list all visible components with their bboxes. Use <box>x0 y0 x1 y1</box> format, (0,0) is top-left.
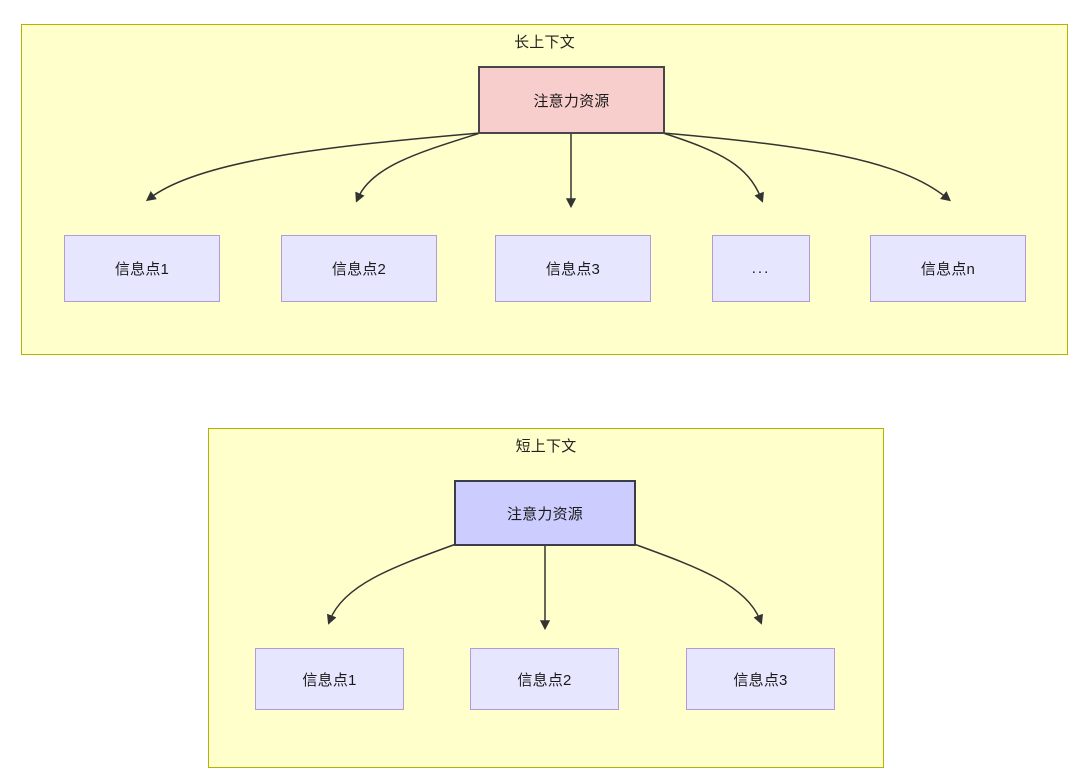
node-label: 注意力资源 <box>533 92 610 110</box>
node-attention-resource-short[interactable]: 注意力资源 <box>454 480 636 546</box>
node-label: 信息点1 <box>114 261 170 278</box>
group-title-long-context: 长上下文 <box>514 34 575 51</box>
node-info-point-3-short[interactable]: 信息点3 <box>686 648 835 710</box>
node-info-point-2-short[interactable]: 信息点2 <box>470 648 619 710</box>
node-info-point-1-long[interactable]: 信息点1 <box>64 235 220 302</box>
node-info-point-1-short[interactable]: 信息点1 <box>255 648 404 710</box>
node-label: 信息点2 <box>517 671 572 689</box>
node-attention-resource-long[interactable]: 注意力资源 <box>478 66 665 134</box>
node-info-point-3-long[interactable]: 信息点3 <box>495 235 651 302</box>
node-label: 信息点2 <box>331 261 387 278</box>
group-title-short-context: 短上下文 <box>515 438 577 455</box>
node-label: 信息点3 <box>733 671 788 689</box>
node-info-point-ellipsis-long[interactable]: ... <box>712 235 810 302</box>
group-short-context[interactable]: 短上下文 <box>208 428 884 768</box>
node-label: 注意力资源 <box>506 505 583 523</box>
node-label: 信息点1 <box>302 671 357 689</box>
node-info-point-2-long[interactable]: 信息点2 <box>281 235 437 302</box>
node-label: ... <box>751 260 771 277</box>
node-label: 信息点n <box>920 261 976 278</box>
node-label: 信息点3 <box>545 261 601 278</box>
node-info-point-n-long[interactable]: 信息点n <box>870 235 1026 302</box>
